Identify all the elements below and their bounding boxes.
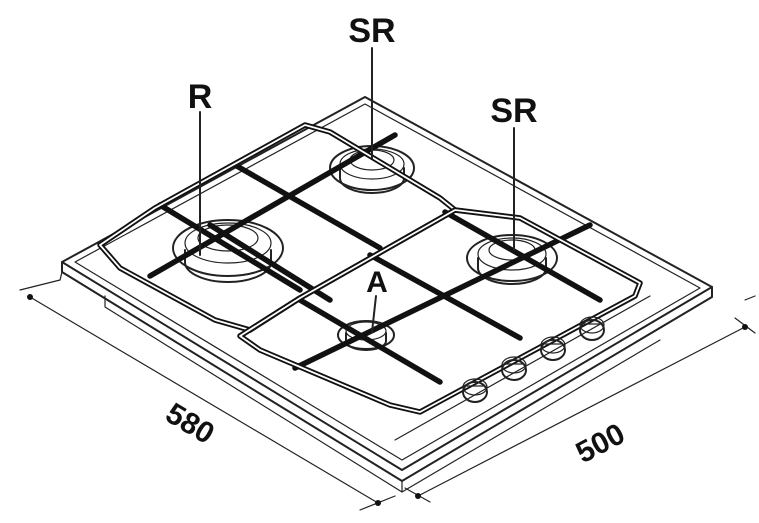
knob-1 xyxy=(462,378,488,403)
knob-4 xyxy=(579,316,605,341)
dimension-depth xyxy=(19,271,396,511)
dimension-width-label: 500 xyxy=(571,417,631,470)
pan-support-grates xyxy=(97,122,643,415)
dimension-width xyxy=(404,295,756,503)
label-semi-rapid-back: SR xyxy=(348,12,395,50)
dimension-depth-label: 580 xyxy=(160,397,220,451)
leader-auxiliary xyxy=(371,295,377,333)
label-rapid: R xyxy=(188,78,213,116)
knob-3 xyxy=(540,336,566,361)
knob-2 xyxy=(501,356,527,381)
control-knobs xyxy=(462,316,605,403)
label-auxiliary: A xyxy=(366,266,388,299)
leader-lines xyxy=(199,47,515,333)
label-semi-rapid-right: SR xyxy=(490,92,537,130)
hob-body xyxy=(61,96,713,493)
